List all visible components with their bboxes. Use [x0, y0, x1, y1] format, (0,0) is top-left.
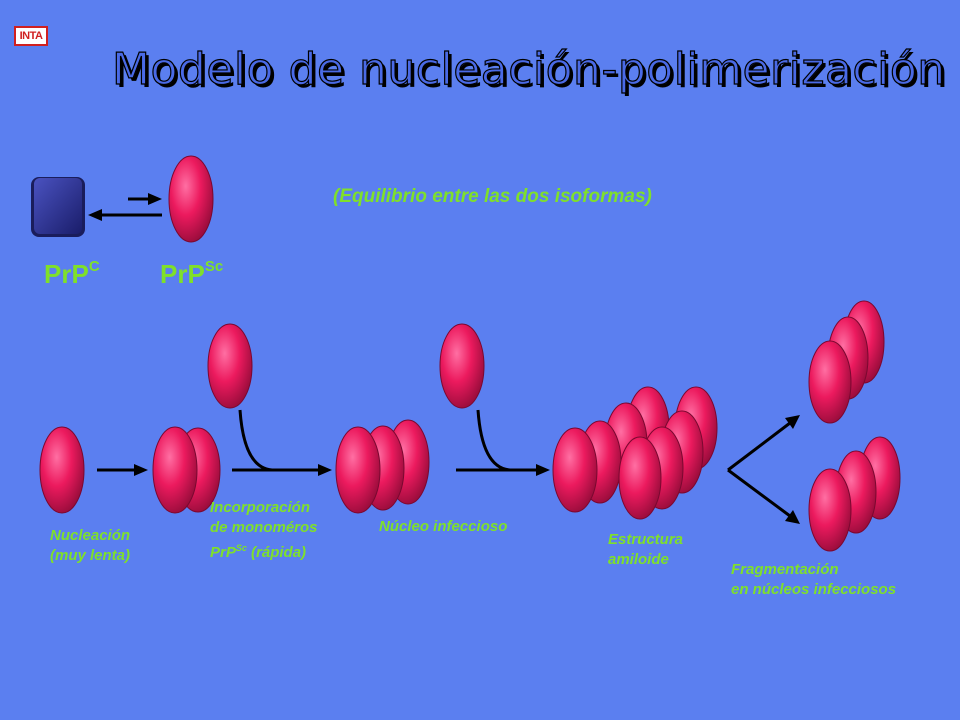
amyloid-structure	[552, 386, 718, 520]
arrow-step1	[97, 464, 148, 476]
caption-amyloid: Estructura amiloide	[608, 531, 684, 568]
two-disc-stack	[152, 426, 221, 514]
inta-logo: INTA	[14, 26, 48, 46]
incoming-monomer-1	[207, 323, 253, 409]
prpc-cube	[31, 177, 85, 237]
caption-fragmentation: Fragmentación en núcleos infecciosos	[731, 561, 897, 598]
equilibrium-caption: (Equilibrio entre las dos isoformas)	[333, 186, 652, 207]
arrow-step2	[232, 409, 332, 476]
caption-nucleation: Nucleación (muy lenta)	[50, 527, 131, 564]
nucleation-disc	[39, 426, 85, 514]
prpsc-label: PrPSc	[160, 258, 224, 289]
slide-title: Modelo de nucleación-polimerización	[111, 43, 946, 95]
caption-infectious-nucleus: Núcleo infeccioso	[379, 518, 508, 535]
incoming-monomer-2	[439, 323, 485, 409]
arrow-step3	[456, 409, 550, 476]
prpsc-disc-top	[168, 155, 214, 243]
logo-text: INTA	[19, 30, 43, 42]
caption-incorporation: Incorporación de monoméros PrPSc (rápida…	[210, 499, 318, 561]
prpc-label: PrPC	[44, 258, 100, 289]
fragment-upper	[808, 300, 885, 424]
three-disc-nucleus	[335, 419, 430, 514]
fragmentation-arrows	[727, 415, 800, 524]
equilibrium-arrows	[88, 193, 162, 221]
fragment-lower	[808, 436, 901, 552]
